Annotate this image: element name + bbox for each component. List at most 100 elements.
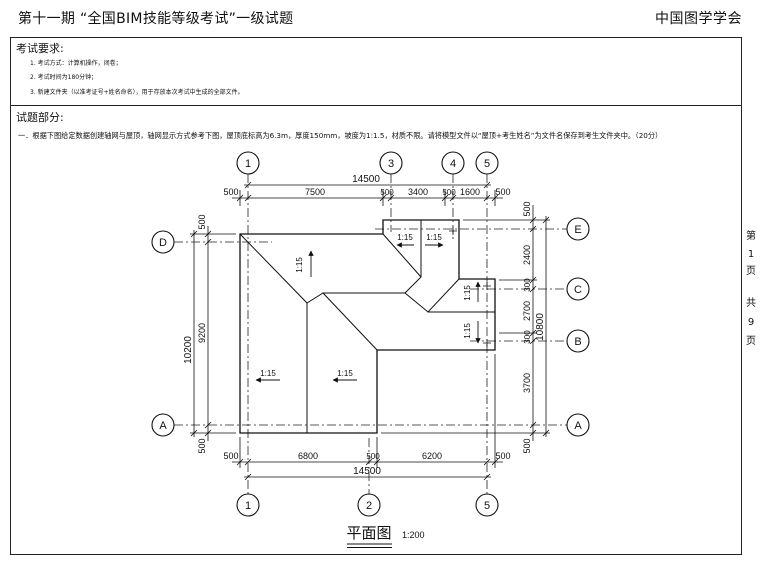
dimension-label: 6200 [422,451,442,461]
grid-bubble-circle [566,413,590,437]
slope-label: 1:15 [260,369,276,378]
dimension-label: 3400 [408,187,428,197]
dimension-label: 500 [366,452,380,461]
dimension-label: 3700 [522,373,532,393]
section-divider [10,105,742,106]
dimension-label: 500 [197,214,207,229]
dimension-chain-top [232,190,503,206]
grid-bubble-circle [441,151,465,175]
grid-bubble-bottom-2: 2 [357,493,381,517]
dimension-label: 300 [523,278,532,292]
drawing-scale: 1:200 [402,530,425,540]
dimension-chain-bottom [232,354,503,468]
grid-label: 1 [245,158,251,170]
dimension-label: 500 [442,188,456,197]
grid-label: 5 [484,500,490,512]
dimension-label: 6800 [298,451,318,461]
page-indicator-total: 9 [747,317,755,328]
dimension-chain-right [381,205,550,441]
grid-bubble-circle [151,413,175,437]
grid-label: 3 [388,158,394,170]
grid-bubble-right-e: E [566,217,590,241]
grid-label: C [574,284,582,296]
slope-label: 1:15 [463,285,472,301]
requirements-heading: 考试要求: [16,42,64,55]
dimension-label: 14500 [352,174,380,185]
dimension-label: 500 [522,201,532,216]
requirement-item: 1. 考试方式：计算机操作，闭卷； [30,60,122,67]
grid-label: 4 [450,158,456,170]
grid-bubble-right-a: A [566,413,590,437]
grid-bubble-left-d: D [151,230,175,254]
grid-bubble-circle [566,329,590,353]
grid-label: 5 [484,158,490,170]
dimension-label: 14500 [353,466,381,477]
dimension-overall-bottom [244,473,491,481]
grid-bubble-circle [151,230,175,254]
grid-bubble-right-c: C [566,277,590,301]
page-indicator-total-suffix: 页 [746,336,756,347]
dimension-label: 1600 [460,187,480,197]
grid-label: D [159,237,167,249]
dimension-label: 10200 [183,336,194,364]
dimension-labels-top: 14500 500 7500 500 3400 500 1600 500 [223,174,510,197]
drawing-title-underline [347,543,392,548]
grid-label: A [159,420,167,432]
page-indicator-current: 1 [747,249,755,260]
dimension-label: 7500 [305,187,325,197]
dimension-label: 500 [495,451,510,461]
slope-label: 1:15 [295,257,304,273]
grid-bubble-bottom-1: 1 [236,493,260,517]
grid-label: E [574,224,581,236]
dimension-label: 500 [223,451,238,461]
grid-bubbles: 1 3 4 5 1 2 5 [151,151,590,517]
grid-bubble-circle [357,493,381,517]
dimension-labels-bottom: 500 6800 500 6200 500 14500 [223,451,510,477]
dimension-lines [190,181,550,481]
slope-label: 1:15 [337,369,353,378]
grid-bubble-right-b: B [566,329,590,353]
roof-outline [239,219,496,434]
grid-bubble-top-1: 1 [236,151,260,175]
slope-label: 1:15 [463,323,472,339]
dimension-label: 2400 [522,245,532,265]
requirement-item: 3. 新建文件夹（以准考证号+姓名命名），用于存放本次考试中生成的全部文件。 [30,89,244,96]
dimension-labels-right: 500 2400 300 2700 300 3700 500 10800 [522,201,546,453]
slope-label: 1:15 [426,233,442,242]
roof-ridge-hip-lines [239,220,495,433]
grid-bubble-circle [236,151,260,175]
dimension-chain-left [190,226,236,441]
organization-name: 中国图学学会 [655,11,742,27]
grid-intersection-markers [449,227,491,347]
grid-label: B [574,336,581,348]
dimension-overall-left [190,230,198,437]
exam-frame [10,37,742,555]
dimension-label: 500 [495,187,510,197]
grid-bubble-bottom-5: 5 [475,493,499,517]
grid-bubble-circle [566,277,590,301]
drawing-title: 平面图 [346,524,391,542]
dimension-overall-top [244,181,491,189]
dimension-label: 500 [380,188,394,197]
grid-label: A [574,420,582,432]
grid-bubble-top-4: 4 [441,151,465,175]
grid-bubble-circle [379,151,403,175]
grid-lines [174,174,567,494]
dimension-overall-right [542,216,550,437]
grid-bubble-circle [475,493,499,517]
grid-bubble-top-5: 5 [475,151,499,175]
question-item: 一．根据下图给定数据创建轴网与屋顶，轴网显示方式参考下图，屋顶底标高为6.3m，… [18,131,663,140]
dimension-labels-left: 500 9200 500 10200 [183,214,207,453]
dimension-label: 500 [197,438,207,453]
questions-heading: 试题部分: [16,111,64,124]
grid-bubble-circle [236,493,260,517]
page-indicator-prefix: 第 [746,231,756,242]
page-indicator-current-suffix: 页 [746,266,756,277]
grid-bubble-circle [475,151,499,175]
exam-title: 第十一期 “全国BIM技能等级考试”一级试题 [18,11,294,27]
grid-label: 1 [245,500,251,512]
grid-bubble-top-3: 3 [379,151,403,175]
dimension-label: 9200 [197,323,207,343]
